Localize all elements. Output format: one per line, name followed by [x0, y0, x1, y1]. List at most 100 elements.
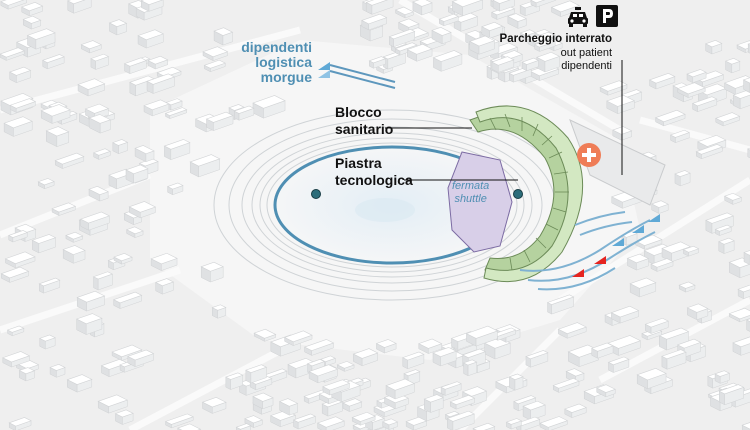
city-building — [465, 325, 499, 347]
city-building — [108, 19, 128, 36]
city-building — [189, 154, 221, 178]
city-building — [743, 250, 750, 265]
city-building — [322, 379, 351, 396]
city-building — [446, 410, 475, 430]
blocco-sanitario-building — [469, 105, 584, 283]
city-building — [45, 126, 70, 148]
city-building — [508, 66, 532, 83]
city-building — [37, 178, 55, 190]
city-building — [741, 422, 750, 430]
city-building — [0, 266, 30, 283]
city-building — [67, 0, 92, 14]
city-building — [491, 5, 516, 20]
city-building — [418, 338, 443, 354]
city-building — [674, 170, 691, 187]
label-dipendenti: dipendenti — [241, 39, 312, 55]
city-building — [440, 381, 462, 396]
city-building — [21, 2, 44, 17]
city-building — [728, 307, 750, 323]
city-building — [278, 398, 299, 416]
city-building — [686, 303, 709, 321]
label-piastra: Piastra — [335, 155, 382, 171]
label-dipendenti-parking: dipendenti — [561, 60, 612, 72]
city-building — [253, 328, 277, 342]
city-building — [432, 50, 463, 72]
city-building — [112, 139, 129, 155]
city-building — [92, 271, 114, 291]
city-building — [0, 47, 26, 61]
city-building — [292, 413, 317, 430]
staff-access-road — [329, 64, 396, 89]
city-building — [557, 322, 587, 339]
city-building — [492, 0, 515, 12]
city-building — [388, 29, 416, 48]
city-building — [76, 290, 106, 312]
city-building — [233, 105, 255, 121]
city-building — [163, 139, 191, 161]
city-building — [283, 330, 313, 347]
city-building — [626, 253, 650, 271]
city-building — [747, 147, 750, 159]
city-building — [308, 364, 339, 384]
city-building — [65, 231, 84, 243]
city-building — [658, 327, 690, 351]
city-building — [54, 152, 85, 169]
label-blocco: Blocco — [335, 104, 382, 120]
parking-icon — [596, 5, 618, 27]
city-building — [368, 56, 387, 69]
city-building — [252, 95, 286, 119]
city-building — [26, 28, 56, 50]
access-ramps — [519, 211, 656, 291]
city-building — [508, 373, 524, 391]
city-building — [128, 201, 157, 219]
city-building — [550, 0, 580, 18]
city-building — [491, 56, 515, 73]
city-building — [661, 349, 687, 370]
city-building — [449, 394, 476, 410]
city-building — [691, 96, 718, 113]
city-building — [636, 368, 667, 390]
city-building — [714, 370, 731, 384]
label-shuttle: shuttle — [454, 193, 487, 205]
city-building — [127, 349, 155, 368]
city-building — [718, 384, 745, 406]
city-building — [80, 40, 102, 54]
city-building — [342, 398, 363, 412]
city-building — [150, 252, 178, 271]
city-building — [590, 342, 614, 359]
city-building — [40, 104, 71, 124]
city-building — [644, 317, 670, 334]
city-building — [431, 26, 452, 45]
city-building — [724, 57, 741, 74]
label-fermata: fermata — [452, 180, 490, 192]
city-building — [66, 374, 93, 393]
city-building — [203, 59, 226, 73]
city-building — [77, 78, 106, 97]
city-building — [533, 38, 556, 52]
city-building — [75, 313, 103, 335]
access-arrow-icon — [318, 62, 660, 277]
city-building — [530, 0, 557, 8]
city-building — [678, 281, 696, 293]
city-building — [140, 0, 164, 12]
city-building — [686, 69, 707, 84]
city-building — [634, 234, 663, 250]
city-building — [472, 422, 496, 430]
city-building — [88, 186, 109, 202]
city-building — [134, 145, 155, 163]
city-building — [336, 361, 355, 372]
city-building — [316, 416, 345, 430]
city-building — [723, 192, 743, 205]
city-building — [88, 114, 112, 134]
city-building — [114, 409, 134, 425]
city-building — [205, 111, 234, 132]
city-building — [125, 226, 144, 239]
city-building — [715, 112, 741, 127]
city-building — [164, 413, 194, 429]
city-building — [607, 356, 630, 373]
city-building — [235, 423, 252, 430]
city-building — [718, 237, 735, 255]
piastra-tecnologica-label: Piastra tecnologica — [335, 155, 413, 189]
city-building — [610, 305, 640, 324]
city-building — [522, 400, 546, 421]
